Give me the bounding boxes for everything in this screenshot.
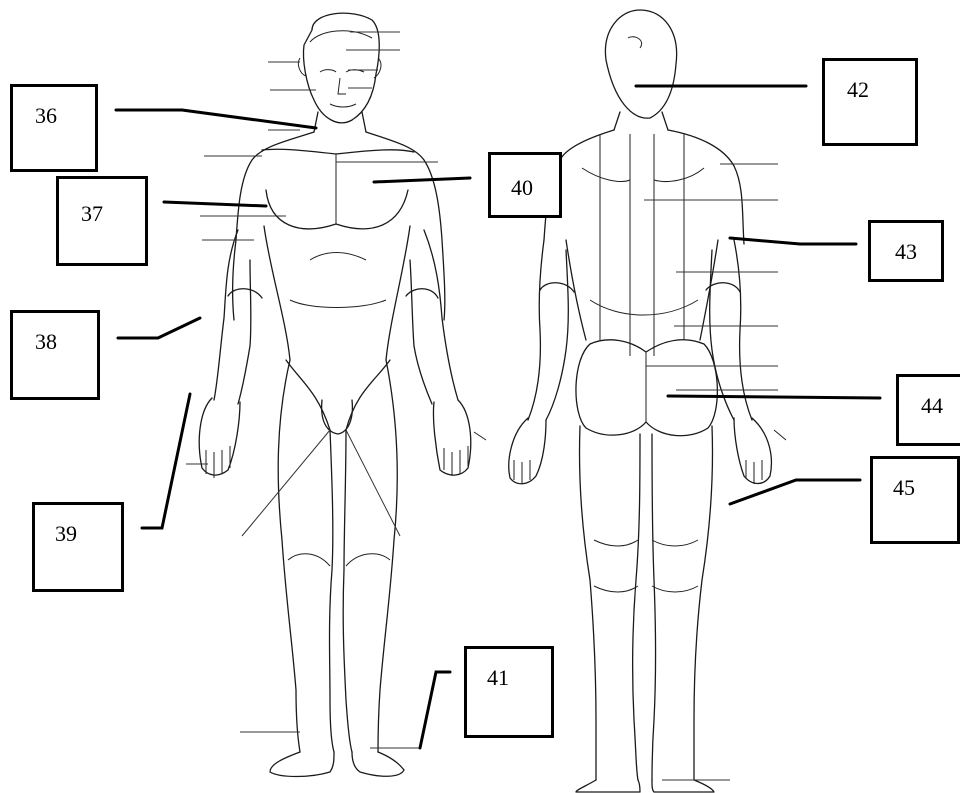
label-number-44: 44 bbox=[921, 393, 943, 419]
label-box-36[interactable]: 36 bbox=[10, 84, 98, 172]
label-number-37: 37 bbox=[81, 201, 103, 227]
label-number-39: 39 bbox=[55, 521, 77, 547]
label-box-40[interactable]: 40 bbox=[488, 152, 562, 218]
label-box-44[interactable]: 44 bbox=[896, 374, 960, 446]
label-box-42[interactable]: 42 bbox=[822, 58, 918, 146]
label-number-42: 42 bbox=[847, 77, 869, 103]
label-box-41[interactable]: 41 bbox=[464, 646, 554, 738]
label-number-40: 40 bbox=[511, 175, 533, 201]
label-box-37[interactable]: 37 bbox=[56, 176, 148, 266]
label-number-45: 45 bbox=[893, 475, 915, 501]
label-box-43[interactable]: 43 bbox=[868, 220, 944, 282]
front-figure bbox=[199, 13, 486, 776]
label-number-38: 38 bbox=[35, 329, 57, 355]
label-box-38[interactable]: 38 bbox=[10, 310, 100, 400]
label-box-39[interactable]: 39 bbox=[32, 502, 124, 592]
label-number-43: 43 bbox=[895, 239, 917, 265]
label-number-36: 36 bbox=[35, 103, 57, 129]
label-number-41: 41 bbox=[487, 665, 509, 691]
label-box-45[interactable]: 45 bbox=[870, 456, 960, 544]
